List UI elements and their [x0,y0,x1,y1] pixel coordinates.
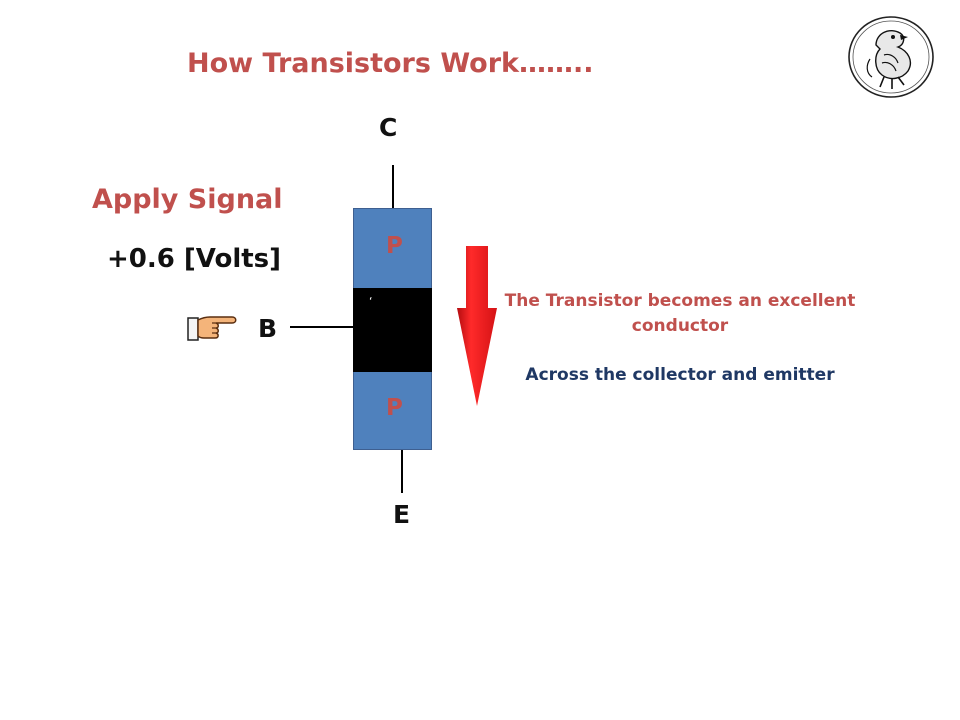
base-label: B [258,314,278,343]
down-arrow-icon [455,244,499,412]
path-message: Across the collector and emitter [525,365,835,385]
top-region-label: P [386,233,403,259]
signal-heading: Apply Signal [92,184,283,215]
collector-label: C [379,113,398,142]
collector-lead [392,165,394,208]
emitter-lead [401,450,403,493]
page-title: How Transistors Work…….. [187,48,594,79]
bottom-region-label: P [386,395,403,421]
conductor-message: The Transistor becomes an excellent cond… [504,291,856,336]
base-lead [290,326,353,328]
top-p-region [353,208,432,288]
emitter-label: E [393,500,411,529]
middle-n-region [353,288,432,372]
signal-voltage: +0.6 [Volts] [107,244,282,274]
bird-emblem-icon [846,15,936,103]
bottom-p-region [353,372,432,450]
middle-region-mark: ‘ [369,295,373,308]
pointing-hand-icon [184,312,240,348]
